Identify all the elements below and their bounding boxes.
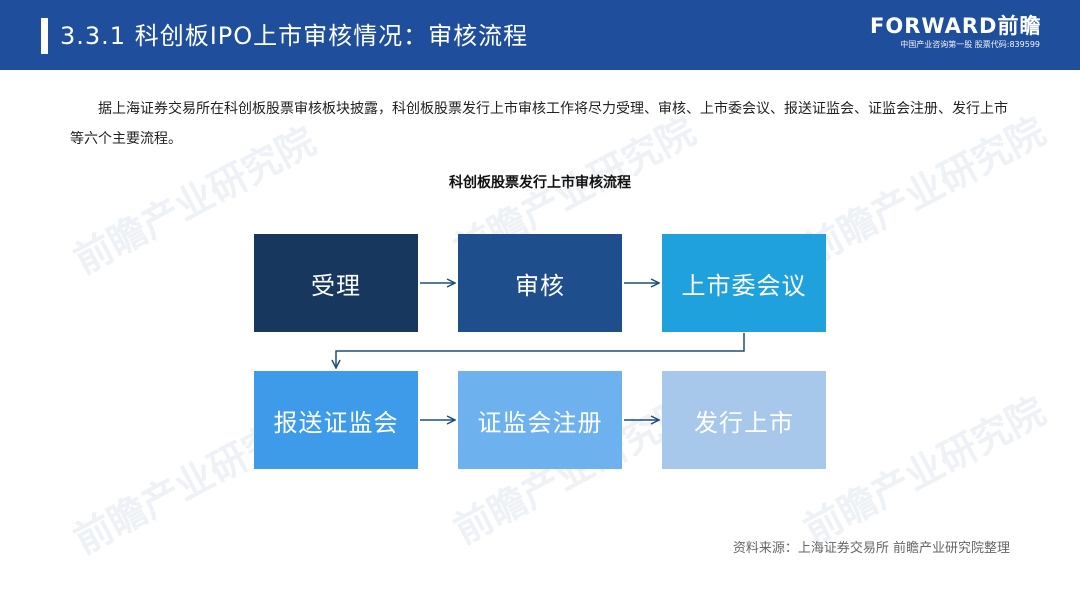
diagram-title: 科创板股票发行上市审核流程 — [449, 175, 631, 191]
flow-step-accept: 受理 — [254, 234, 418, 332]
brand-subtitle: 中国产业咨询第一股 股票代码:839599 — [900, 40, 1040, 49]
title-accent-bar — [41, 18, 48, 54]
flow-step-csrc-registration: 证监会注册 — [458, 371, 622, 469]
brand-logo: FORWARD前瞻 中国产业咨询第一股 股票代码:839599 — [870, 14, 1040, 52]
flow-step-review: 审核 — [458, 234, 622, 332]
watermark: 前瞻产业研究院 — [796, 388, 1053, 553]
intro-paragraph: 据上海证券交易所在科创板股票审核板块披露，科创板股票发行上市审核工作将尽力受理、… — [70, 101, 1008, 147]
flow-step-submit-csrc: 报送证监会 — [254, 371, 418, 469]
source-note: 资料来源：上海证券交易所 前瞻产业研究院整理 — [732, 541, 1010, 556]
arrow-committee-to-submit — [336, 333, 745, 368]
brand-name: FORWARD前瞻 — [870, 14, 1042, 38]
page-title: 3.3.1 科创板IPO上市审核情况：审核流程 — [60, 22, 529, 50]
flow-step-listing-committee: 上市委会议 — [662, 234, 826, 332]
flow-step-issue-listing: 发行上市 — [662, 371, 826, 469]
header-bar: 3.3.1 科创板IPO上市审核情况：审核流程 FORWARD前瞻 中国产业咨询… — [0, 0, 1080, 70]
